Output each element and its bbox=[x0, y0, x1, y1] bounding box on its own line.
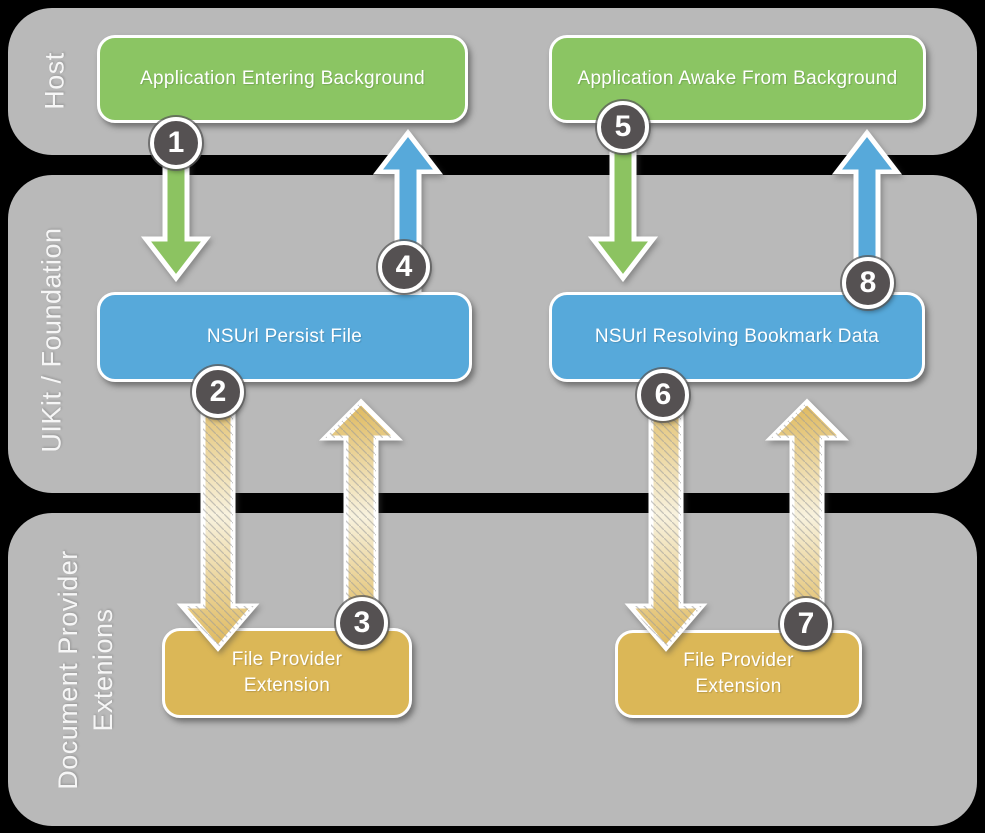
step-badge-3: 3 bbox=[336, 597, 388, 649]
step-badge-1: 1 bbox=[150, 117, 202, 169]
step-badge-4: 4 bbox=[378, 241, 430, 293]
file-provider-extension-left-line2: Extension bbox=[243, 675, 331, 696]
band-label-dpe-line1: Document Provider bbox=[52, 550, 83, 790]
step-badge-8: 8 bbox=[842, 257, 894, 309]
file-provider-extension-right-line1: File Provider bbox=[683, 650, 794, 672]
nsurl-persist-file-box: NSUrl Persist File bbox=[97, 292, 472, 382]
band-label-document-provider-extensions: Document Provider Extenions bbox=[51, 550, 121, 790]
app-entering-background-label: Application Entering Background bbox=[140, 68, 425, 90]
band-label-dpe-line2: Extenions bbox=[88, 608, 118, 732]
nsurl-resolving-bookmark-data-label: NSUrl Resolving Bookmark Data bbox=[594, 326, 880, 348]
app-awake-from-background-label: Application Awake From Background bbox=[577, 68, 898, 90]
band-label-uikit-foundation: UIKit / Foundation bbox=[36, 227, 67, 453]
step-badge-5: 5 bbox=[597, 101, 649, 153]
file-provider-extension-left-line1: File Provider bbox=[231, 649, 343, 671]
tan-down-arrow-left bbox=[176, 379, 260, 652]
step-badge-6: 6 bbox=[637, 369, 689, 421]
app-awake-from-background-box: Application Awake From Background bbox=[549, 35, 926, 123]
nsurl-persist-file-label: NSUrl Persist File bbox=[206, 326, 363, 348]
app-entering-background-box: Application Entering Background bbox=[97, 35, 468, 123]
band-label-host: Host bbox=[39, 52, 70, 110]
step-badge-2: 2 bbox=[192, 366, 244, 418]
step-badge-7: 7 bbox=[780, 598, 832, 650]
tan-down-arrow-right bbox=[624, 379, 708, 652]
file-provider-extension-right-line2: Extension bbox=[695, 676, 782, 697]
